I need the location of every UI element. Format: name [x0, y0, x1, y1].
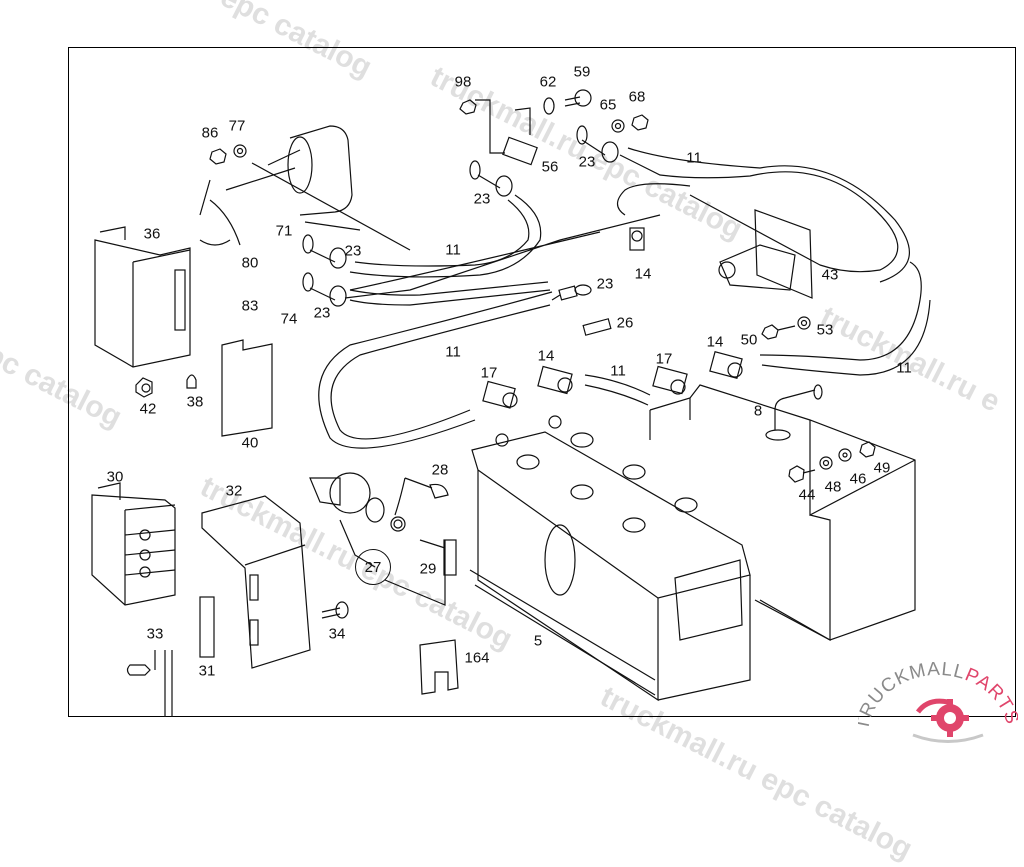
starter-motor: [199, 125, 353, 246]
callout-59[interactable]: 59: [573, 63, 591, 81]
relay-block-30: [91, 482, 176, 606]
callout-83[interactable]: 83: [241, 297, 259, 315]
callout-11[interactable]: 11: [610, 362, 626, 380]
callout-17[interactable]: 17: [480, 364, 498, 382]
callout-8[interactable]: 8: [753, 402, 763, 420]
cover-32: [201, 495, 311, 669]
diagram-drawing: [91, 89, 931, 717]
cable-lug: [302, 234, 347, 269]
leader-line: [251, 162, 411, 251]
main-switch-27: [309, 472, 385, 523]
callout-56[interactable]: 56: [541, 158, 559, 176]
battery-switch-43: [718, 209, 813, 299]
callout-34[interactable]: 34: [328, 625, 346, 643]
callout-80[interactable]: 80: [241, 254, 259, 272]
callout-74[interactable]: 74: [280, 310, 298, 328]
callout-30[interactable]: 30: [106, 468, 124, 486]
battery-rear: [649, 384, 916, 641]
battery-5: [469, 415, 751, 702]
cable-lug: [302, 272, 347, 307]
leader-line: [304, 221, 361, 231]
callout-65[interactable]: 65: [599, 96, 617, 114]
callout-53[interactable]: 53: [816, 321, 834, 339]
callout-32[interactable]: 32: [225, 482, 243, 500]
callout-11[interactable]: 11: [445, 241, 461, 259]
callout-23[interactable]: 23: [473, 190, 491, 208]
gear-icon: [912, 698, 984, 743]
callout-33[interactable]: 33: [146, 625, 164, 643]
callout-62[interactable]: 62: [539, 73, 557, 91]
callout-98[interactable]: 98: [454, 73, 472, 91]
callout-49[interactable]: 49: [873, 459, 891, 477]
battery-clamp: [537, 365, 573, 395]
callout-42[interactable]: 42: [139, 400, 157, 418]
callout-11[interactable]: 11: [445, 343, 461, 361]
callout-50[interactable]: 50: [740, 331, 758, 349]
callout-23[interactable]: 23: [578, 153, 596, 171]
battery-clamp: [652, 365, 688, 395]
callout-164[interactable]: 164: [464, 649, 490, 667]
callout-36[interactable]: 36: [143, 225, 161, 243]
cable-lug: [558, 284, 592, 301]
callout-71[interactable]: 71: [275, 222, 293, 240]
callout-14[interactable]: 14: [706, 333, 724, 351]
callout-86[interactable]: 86: [201, 124, 219, 142]
callout-48[interactable]: 48: [824, 478, 842, 496]
callout-44[interactable]: 44: [798, 486, 816, 504]
callout-11[interactable]: 11: [896, 359, 912, 377]
callout-23[interactable]: 23: [344, 242, 362, 260]
callout-11[interactable]: 11: [686, 149, 702, 167]
callout-29[interactable]: 29: [419, 560, 437, 578]
callout-28[interactable]: 28: [431, 461, 449, 479]
callout-27[interactable]: 27: [355, 549, 391, 585]
callout-68[interactable]: 68: [628, 88, 646, 106]
callout-14[interactable]: 14: [634, 265, 652, 283]
callout-23[interactable]: 23: [596, 275, 614, 293]
control-box-36: [94, 226, 191, 368]
battery-clamp: [629, 227, 645, 251]
callout-17[interactable]: 17: [655, 350, 673, 368]
callout-14[interactable]: 14: [537, 347, 555, 365]
callout-26[interactable]: 26: [616, 314, 634, 332]
callout-46[interactable]: 46: [849, 470, 867, 488]
truckmallparts-logo: TRUCKMALLPARTS: [858, 659, 1018, 743]
callout-5[interactable]: 5: [533, 632, 543, 650]
battery-clamp: [709, 350, 743, 380]
cable-lug: [469, 160, 513, 197]
callout-77[interactable]: 77: [228, 117, 246, 135]
battery-clamp: [482, 380, 518, 409]
callout-31[interactable]: 31: [198, 662, 216, 680]
callout-43[interactable]: 43: [821, 266, 839, 284]
cable-lug: [576, 125, 619, 163]
callout-23[interactable]: 23: [313, 304, 331, 322]
callout-40[interactable]: 40: [241, 434, 259, 452]
callout-38[interactable]: 38: [186, 393, 204, 411]
diagram-frame: [68, 47, 1016, 717]
